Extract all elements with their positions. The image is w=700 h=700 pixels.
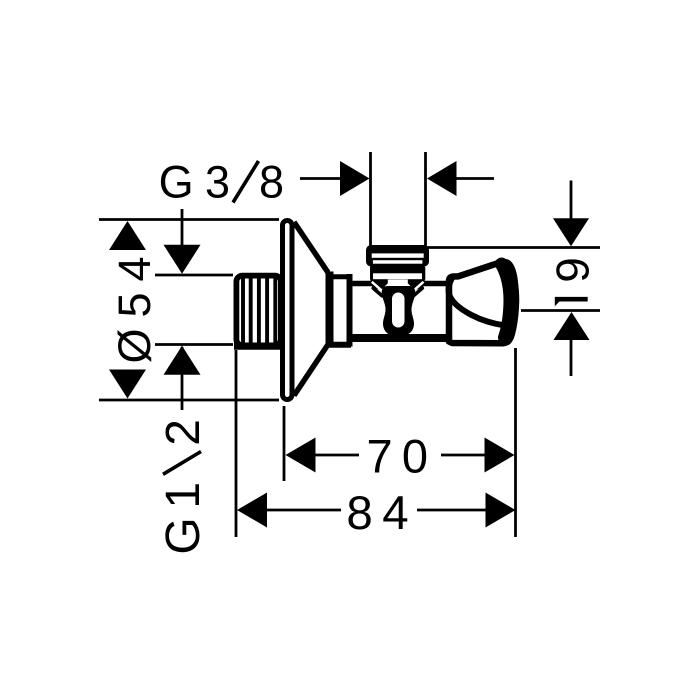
svg-text:70: 70	[367, 430, 438, 483]
svg-text:Ø54: Ø54	[109, 245, 160, 363]
svg-text:G1: G1	[157, 473, 210, 554]
svg-text:8: 8	[259, 157, 284, 208]
svg-text:G: G	[159, 157, 194, 208]
svg-text:2: 2	[157, 419, 210, 446]
svg-text:84: 84	[346, 487, 418, 540]
svg-text:9: 9	[547, 257, 599, 283]
svg-text:3: 3	[205, 157, 230, 208]
